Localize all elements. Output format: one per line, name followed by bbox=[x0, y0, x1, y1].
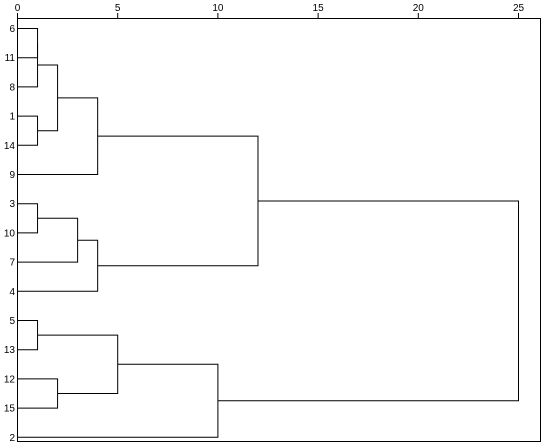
link-6-11 bbox=[17, 28, 39, 59]
x-tick-label-25: 25 bbox=[513, 3, 525, 14]
leaf-label-2: 2 bbox=[9, 433, 15, 444]
leaf-label-1: 1 bbox=[9, 112, 15, 123]
x-tick-label-10: 10 bbox=[212, 3, 224, 14]
link-3-10 bbox=[17, 203, 39, 234]
dendrogram-links bbox=[17, 28, 519, 438]
leaf-label-7: 7 bbox=[9, 258, 15, 269]
link-5-13 bbox=[17, 320, 39, 351]
leaf-label-9: 9 bbox=[9, 170, 15, 181]
x-tick-label-15: 15 bbox=[313, 3, 325, 14]
leaf-label-10: 10 bbox=[4, 228, 16, 239]
plot-frame bbox=[17, 18, 541, 442]
link-3+10-7 bbox=[17, 217, 79, 263]
link-5+13-12+15 bbox=[37, 334, 119, 394]
link-1-14 bbox=[17, 115, 39, 146]
link-6+11+8-1+14 bbox=[37, 64, 59, 132]
leaf-label-8: 8 bbox=[9, 82, 15, 93]
leaf-label-13: 13 bbox=[4, 345, 16, 356]
x-tick-label-0: 0 bbox=[15, 3, 21, 14]
link-6+11+8+1+14+9+3+10+7+4-5+13+12+15+2 bbox=[217, 200, 519, 402]
leaf-label-3: 3 bbox=[9, 199, 15, 210]
leaf-label-15: 15 bbox=[4, 404, 16, 415]
leaf-label-6: 6 bbox=[9, 24, 15, 35]
x-axis: 0 5 10 15 20 25 bbox=[15, 3, 525, 19]
link-6+11-8 bbox=[17, 43, 39, 88]
leaf-label-12: 12 bbox=[4, 374, 16, 385]
x-tick-label-5: 5 bbox=[115, 3, 121, 14]
x-tick-label-20: 20 bbox=[413, 3, 425, 14]
link-6+11+8+1+14+9-3+10+7+4 bbox=[97, 135, 259, 267]
link-3+10+7-4 bbox=[17, 239, 99, 292]
leaf-label-11: 11 bbox=[5, 53, 16, 64]
link-12-15 bbox=[17, 378, 59, 409]
leaf-label-5: 5 bbox=[9, 316, 15, 327]
leaf-labels: 6 11 8 1 14 9 3 10 7 4 5 13 12 15 2 bbox=[4, 24, 16, 444]
leaf-label-4: 4 bbox=[9, 287, 15, 298]
leaf-label-14: 14 bbox=[4, 141, 16, 152]
